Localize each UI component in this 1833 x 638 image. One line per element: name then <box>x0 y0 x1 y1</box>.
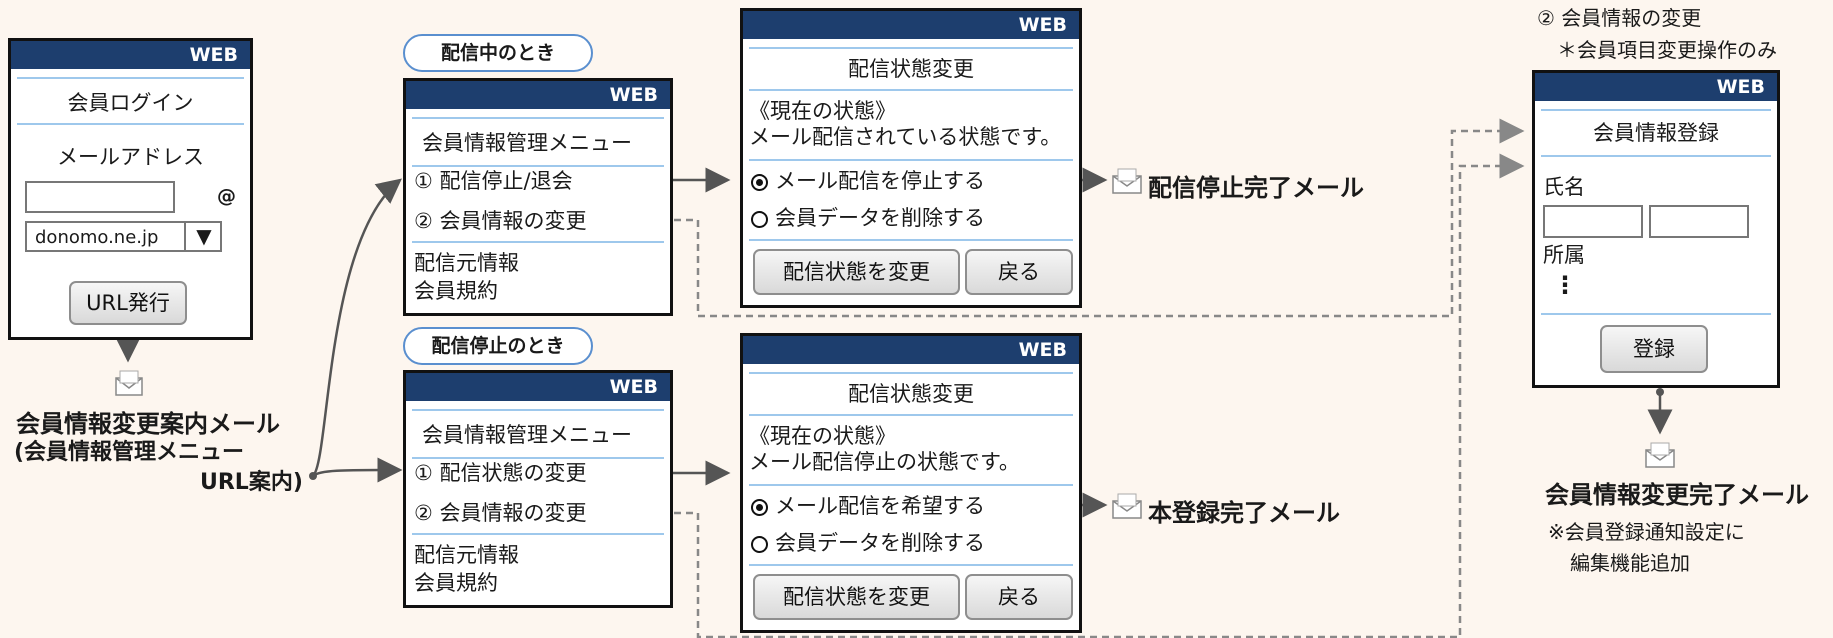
active-status-header: WEB <box>743 11 1079 39</box>
member-register-title: 会員情報登録 <box>1593 121 1719 145</box>
separator <box>412 241 664 243</box>
notification-note-line1: ※会員登録通知設定に <box>1548 520 1745 544</box>
active-case-tag: 配信中のとき <box>403 34 593 72</box>
chevron-down-icon[interactable]: ▼ <box>184 223 222 250</box>
separator <box>412 457 664 459</box>
at-sign: @ <box>217 185 236 207</box>
arrow-guide-to-active-menu <box>311 178 402 477</box>
stop-complete-mail: 配信停止完了メール <box>1148 174 1364 202</box>
domain-value: donomo.ne.jp <box>35 227 159 248</box>
menu-item-member-change[interactable]: ② 会員情報の変更 <box>414 501 587 525</box>
status-title: 配信状態変更 <box>848 382 974 406</box>
stopped-status-screen: WEB 配信状態変更 《現在の状態》 メール配信停止の状態です。 メール配信を希… <box>740 333 1082 633</box>
guide-mail-line3: URL案内) <box>200 470 303 495</box>
login-screen: WEB 会員ログイン メールアドレス @ donomo.ne.jp ▼ URL発… <box>8 38 253 340</box>
register-button[interactable]: 登録 <box>1600 325 1708 373</box>
member-change-caption: ② 会員情報の変更 <box>1537 6 1702 30</box>
option-resume-delivery[interactable]: メール配信を希望する <box>775 494 985 518</box>
menu-info-sender[interactable]: 配信元情報 <box>414 251 519 275</box>
separator <box>749 239 1073 241</box>
separator <box>749 47 1073 49</box>
menu-item-stop-unsubscribe[interactable]: ① 配信停止/退会 <box>414 169 573 193</box>
current-state-label: 《現在の状態》 <box>749 99 896 123</box>
domain-select[interactable]: donomo.ne.jp <box>25 221 222 252</box>
active-menu-screen: WEB 会員情報管理メニュー ① 配信停止/退会 ② 会員情報の変更 配信元情報… <box>403 78 673 316</box>
arrow-guide-to-stopped-menu <box>312 457 403 483</box>
url-issue-button[interactable]: URL発行 <box>69 281 187 325</box>
current-state-text: メール配信停止の状態です。 <box>749 450 1020 474</box>
separator <box>17 123 244 125</box>
radio-resume-delivery[interactable] <box>751 499 768 516</box>
option-delete-data[interactable]: 会員データを削除する <box>775 206 985 230</box>
guide-mail-title: 会員情報変更案内メール <box>16 410 280 438</box>
status-title: 配信状態変更 <box>848 57 974 81</box>
separator <box>749 89 1073 91</box>
separator <box>749 372 1073 374</box>
login-screen-header: WEB <box>11 41 250 69</box>
option-stop-delivery[interactable]: メール配信を停止する <box>775 169 985 193</box>
current-state-text: メール配信されている状態です。 <box>749 125 1062 149</box>
option-delete-data[interactable]: 会員データを削除する <box>775 531 985 555</box>
login-title: 会員ログイン <box>67 91 194 115</box>
menu-info-terms[interactable]: 会員規約 <box>414 279 498 303</box>
separator <box>1541 313 1771 315</box>
separator <box>412 165 664 167</box>
change-status-button[interactable]: 配信状態を変更 <box>753 574 960 620</box>
guide-mail-line2: (会員情報管理メニュー <box>14 440 245 465</box>
menu-item-change-status[interactable]: ① 配信状態の変更 <box>414 461 587 485</box>
first-name-input[interactable] <box>1649 205 1749 238</box>
back-button[interactable]: 戻る <box>965 249 1073 295</box>
ellipsis: ⋮ <box>1553 271 1577 299</box>
menu-info-terms[interactable]: 会員規約 <box>414 571 498 595</box>
member-change-note: ＊会員項目変更操作のみ <box>1557 38 1777 62</box>
separator <box>17 77 244 79</box>
separator <box>412 533 664 535</box>
notification-note-line2: 編集機能追加 <box>1570 551 1690 575</box>
active-status-screen: WEB 配信状態変更 《現在の状態》 メール配信されている状態です。 メール配信… <box>740 8 1082 308</box>
mail-icon <box>1112 493 1142 519</box>
stopped-menu-header: WEB <box>406 373 670 401</box>
radio-stop-delivery[interactable] <box>751 174 768 191</box>
last-name-input[interactable] <box>1543 205 1643 238</box>
change-status-button[interactable]: 配信状態を変更 <box>753 249 960 295</box>
separator <box>749 564 1073 566</box>
stopped-status-header: WEB <box>743 336 1079 364</box>
separator <box>749 484 1073 486</box>
mail-icon <box>1645 442 1675 468</box>
email-local-input[interactable] <box>25 181 175 213</box>
separator <box>1541 155 1771 157</box>
back-button[interactable]: 戻る <box>965 574 1073 620</box>
email-label: メールアドレス <box>57 145 204 169</box>
menu-info-sender[interactable]: 配信元情報 <box>414 543 519 567</box>
menu-title: 会員情報管理メニュー <box>422 131 632 155</box>
stopped-menu-screen: WEB 会員情報管理メニュー ① 配信状態の変更 ② 会員情報の変更 配信元情報… <box>403 370 673 608</box>
menu-item-member-change[interactable]: ② 会員情報の変更 <box>414 209 587 233</box>
dashed-active-item2-to-register <box>626 118 1525 318</box>
menu-title: 会員情報管理メニュー <box>422 423 632 447</box>
mail-icon <box>115 370 143 396</box>
radio-delete-data[interactable] <box>751 536 768 553</box>
separator <box>749 159 1073 161</box>
active-menu-header: WEB <box>406 81 670 109</box>
stopped-case-tag: 配信停止のとき <box>403 327 593 365</box>
separator <box>412 409 664 411</box>
registration-complete-mail: 本登録完了メール <box>1148 499 1340 527</box>
name-label: 氏名 <box>1543 175 1585 199</box>
separator <box>1541 109 1771 111</box>
current-state-label: 《現在の状態》 <box>749 424 896 448</box>
separator <box>412 117 664 119</box>
radio-delete-data[interactable] <box>751 211 768 228</box>
member-register-header: WEB <box>1535 73 1777 101</box>
member-register-screen: WEB 会員情報登録 氏名 所属 ⋮ 登録 <box>1532 70 1780 388</box>
separator <box>749 414 1073 416</box>
affiliation-label: 所属 <box>1543 243 1585 267</box>
member-change-complete-mail: 会員情報変更完了メール <box>1545 481 1809 509</box>
dashed-stopped-item2-to-register <box>626 153 1525 638</box>
mail-icon <box>1112 168 1142 194</box>
